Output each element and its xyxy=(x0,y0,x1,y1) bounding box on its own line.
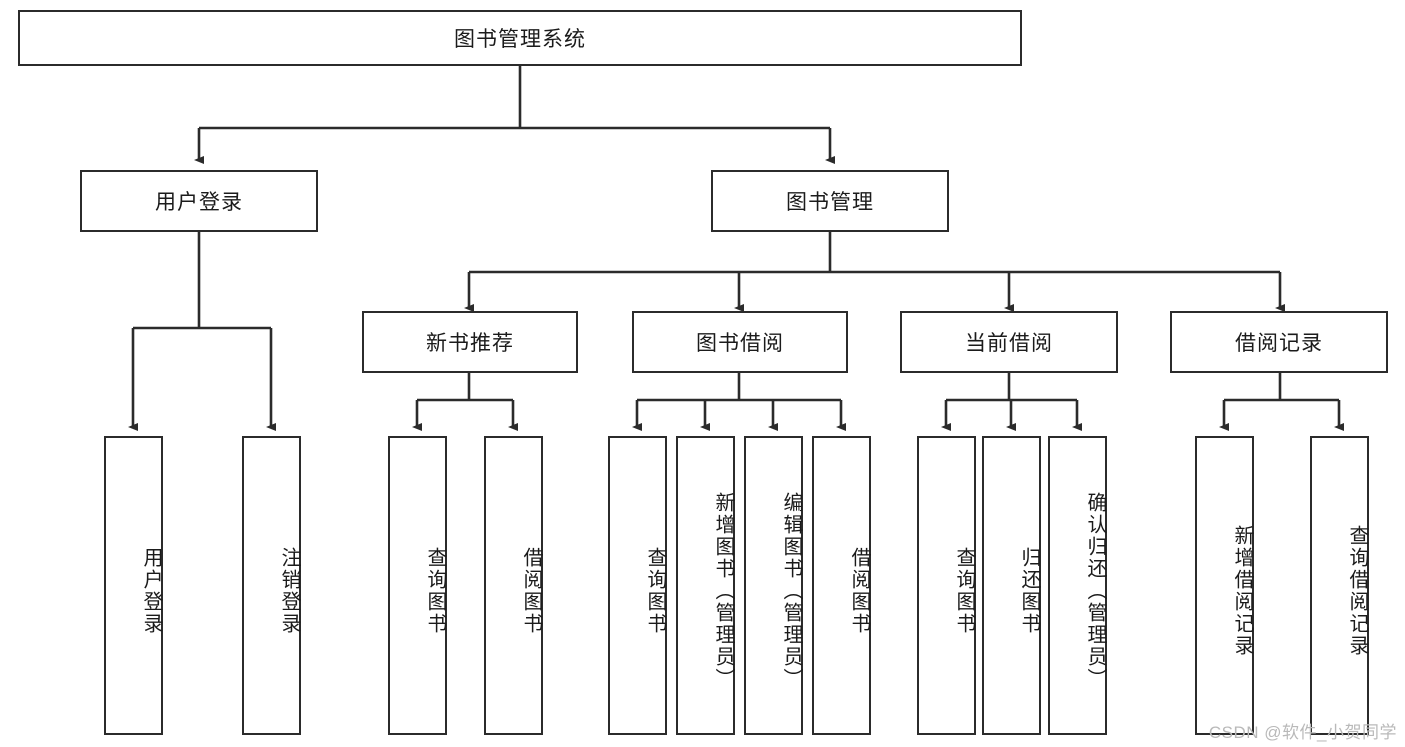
node-leaf-edit-book[interactable]: 编辑图书（管理员） xyxy=(744,436,803,735)
node-leaf-query-book-2[interactable]: 查询图书 xyxy=(608,436,667,735)
node-leaf-query-book-1-label: 查询图书 xyxy=(424,546,446,635)
node-leaf-confirm-return-label: 确认归还（管理员） xyxy=(1084,491,1106,690)
node-leaf-logout-login[interactable]: 注销登录 xyxy=(242,436,301,735)
node-leaf-add-record-label: 新增借阅记录 xyxy=(1231,524,1253,657)
node-leaf-add-book[interactable]: 新增图书（管理员） xyxy=(676,436,735,735)
node-leaf-borrow-book-1[interactable]: 借阅图书 xyxy=(484,436,543,735)
node-leaf-borrow-book-2-label: 借阅图书 xyxy=(848,546,870,635)
node-leaf-query-book-3-label: 查询图书 xyxy=(953,546,975,635)
node-leaf-add-record[interactable]: 新增借阅记录 xyxy=(1195,436,1254,735)
node-current-borrow[interactable]: 当前借阅 xyxy=(900,311,1118,373)
node-leaf-logout-login-label: 注销登录 xyxy=(278,546,300,635)
node-leaf-return-book[interactable]: 归还图书 xyxy=(982,436,1041,735)
node-leaf-borrow-book-2[interactable]: 借阅图书 xyxy=(812,436,871,735)
node-book-borrow-label: 图书借阅 xyxy=(696,332,784,355)
node-book-manage-label: 图书管理 xyxy=(786,191,874,214)
node-leaf-user-login[interactable]: 用户登录 xyxy=(104,436,163,735)
node-leaf-query-record[interactable]: 查询借阅记录 xyxy=(1310,436,1369,735)
node-user-login[interactable]: 用户登录 xyxy=(80,170,318,232)
node-leaf-query-record-label: 查询借阅记录 xyxy=(1346,524,1368,657)
node-leaf-edit-book-label: 编辑图书（管理员） xyxy=(780,491,802,690)
node-leaf-query-book-1[interactable]: 查询图书 xyxy=(388,436,447,735)
watermark-text: CSDN @软件_小贺同学 xyxy=(1208,723,1397,742)
node-root-label: 图书管理系统 xyxy=(454,28,586,51)
node-new-book-recommend-label: 新书推荐 xyxy=(426,332,514,355)
node-borrow-record-label: 借阅记录 xyxy=(1235,332,1323,355)
node-leaf-return-book-label: 归还图书 xyxy=(1018,546,1040,635)
node-root[interactable]: 图书管理系统 xyxy=(18,10,1022,66)
node-leaf-query-book-2-label: 查询图书 xyxy=(644,546,666,635)
node-leaf-user-login-label: 用户登录 xyxy=(140,546,162,635)
node-book-manage[interactable]: 图书管理 xyxy=(711,170,949,232)
node-leaf-add-book-label: 新增图书（管理员） xyxy=(712,491,734,690)
node-new-book-recommend[interactable]: 新书推荐 xyxy=(362,311,578,373)
node-leaf-borrow-book-1-label: 借阅图书 xyxy=(520,546,542,635)
node-book-borrow[interactable]: 图书借阅 xyxy=(632,311,848,373)
node-leaf-confirm-return[interactable]: 确认归还（管理员） xyxy=(1048,436,1107,735)
node-borrow-record[interactable]: 借阅记录 xyxy=(1170,311,1388,373)
node-leaf-query-book-3[interactable]: 查询图书 xyxy=(917,436,976,735)
node-user-login-label: 用户登录 xyxy=(155,191,243,214)
node-current-borrow-label: 当前借阅 xyxy=(965,332,1053,355)
